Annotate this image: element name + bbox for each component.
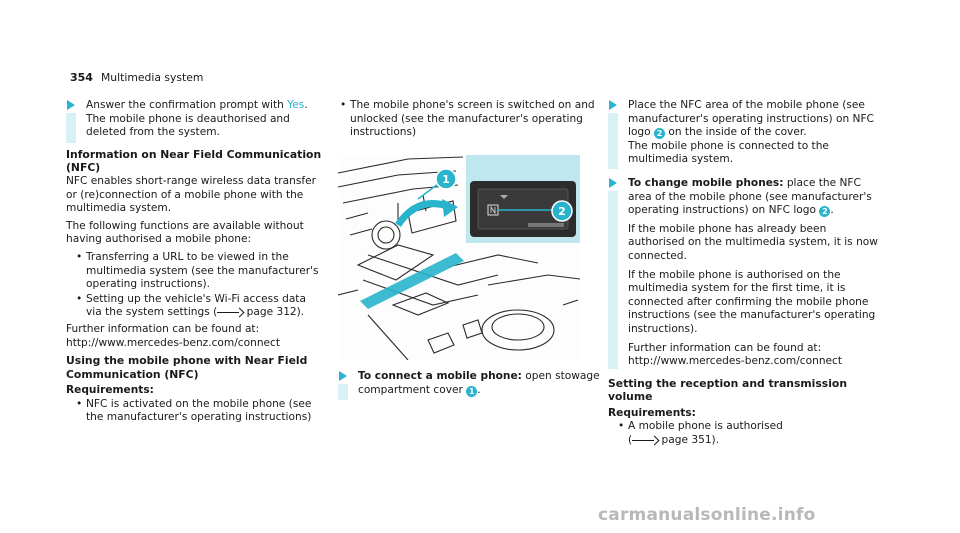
watermark: carmanualsonline.info — [598, 505, 816, 525]
step-text: If the mobile phone has already been aut… — [628, 222, 878, 262]
nfc-stowage-illustration: 1 2 — [338, 155, 580, 360]
step-text: Further information can be found at: htt… — [628, 341, 843, 368]
nfc-intro: NFC enables short-range wireless data tr… — [66, 174, 316, 215]
yes-option: Yes — [287, 99, 305, 111]
step-bar — [608, 113, 618, 169]
column-middle-step: To connect a mobile phone: open stowage … — [338, 370, 600, 405]
column-right: Place the NFC area of the mobile phone (… — [608, 99, 878, 451]
using-nfc-heading: Using the mobile phone with Near Field C… — [66, 354, 308, 381]
section-title: Multimedia system — [100, 71, 204, 84]
page-reference-arrow-icon — [632, 436, 658, 444]
step-arrow-icon — [609, 177, 617, 188]
step-place-phone: Place the NFC area of the mobile phone (… — [608, 99, 878, 169]
callout-2-ref: 2 — [654, 128, 665, 140]
page-reference-arrow-icon — [217, 308, 243, 316]
step-bar — [66, 113, 76, 143]
list-item: Setting up the vehicle's Wi-Fi access da… — [76, 293, 322, 320]
page-reference-link[interactable]: page 312). — [246, 306, 305, 319]
list-item: A mobile phone is authorised( page 351). — [618, 420, 878, 447]
setting-volume-heading: Setting the reception and transmission v… — [608, 376, 848, 404]
callout-2-ref: 2 — [819, 206, 831, 218]
requirements-label: Requirements: — [608, 406, 696, 419]
step-bar — [608, 190, 618, 369]
step-arrow-icon — [609, 100, 617, 110]
column-middle: The mobile phone's screen is switched on… — [338, 99, 606, 143]
requirements-list: A mobile phone is authorised( page 351). — [608, 420, 878, 447]
console-illustration: 1 2 — [338, 155, 580, 360]
step-text: If the mobile phone is authorised on the… — [628, 268, 876, 335]
step-arrow-icon — [67, 100, 75, 110]
nfc-functions-list: Transferring a URL to be viewed in the m… — [66, 251, 322, 320]
requirements-label: Requirements: — [66, 384, 154, 397]
requirements-list: NFC is activated on the mobile phone (se… — [66, 398, 322, 425]
step-answer-prompt: Answer the confirmation prompt with Yes.… — [66, 99, 322, 143]
list-item: Transferring a URL to be viewed in the m… — [76, 251, 322, 292]
page-reference-link[interactable]: page 351). — [661, 434, 720, 447]
list-item: The mobile phone's screen is switched on… — [340, 99, 606, 140]
page-number: 354 — [70, 71, 93, 84]
callout-1: 1 — [442, 173, 450, 186]
step-text: To change mobile phones: place the NFC a… — [628, 176, 872, 218]
further-info: Further information can be found at: htt… — [66, 322, 281, 349]
page-header: 354 Multimedia system — [70, 71, 203, 85]
step-text: Place the NFC area of the mobile phone (… — [628, 99, 874, 166]
step-connect-phone: To connect a mobile phone: open stowage … — [338, 370, 600, 400]
requirements-list-continued: The mobile phone's screen is switched on… — [338, 99, 606, 140]
callout-1-ref: 1 — [466, 385, 478, 397]
step-change-phone: To change mobile phones: place the NFC a… — [608, 177, 878, 369]
callout-2: 2 — [558, 205, 566, 218]
column-left: Answer the confirmation prompt with Yes.… — [66, 99, 322, 428]
nfc-functions-intro: The following functions are available wi… — [66, 219, 304, 246]
step-text: To connect a mobile phone: open stowage … — [358, 370, 600, 397]
step-arrow-icon — [339, 371, 347, 381]
list-item: NFC is activated on the mobile phone (se… — [76, 398, 322, 425]
step-text: Answer the confirmation prompt with Yes.… — [86, 99, 308, 139]
nfc-info-heading: Information on Near Field Communication … — [66, 147, 322, 175]
step-bar — [338, 384, 348, 400]
